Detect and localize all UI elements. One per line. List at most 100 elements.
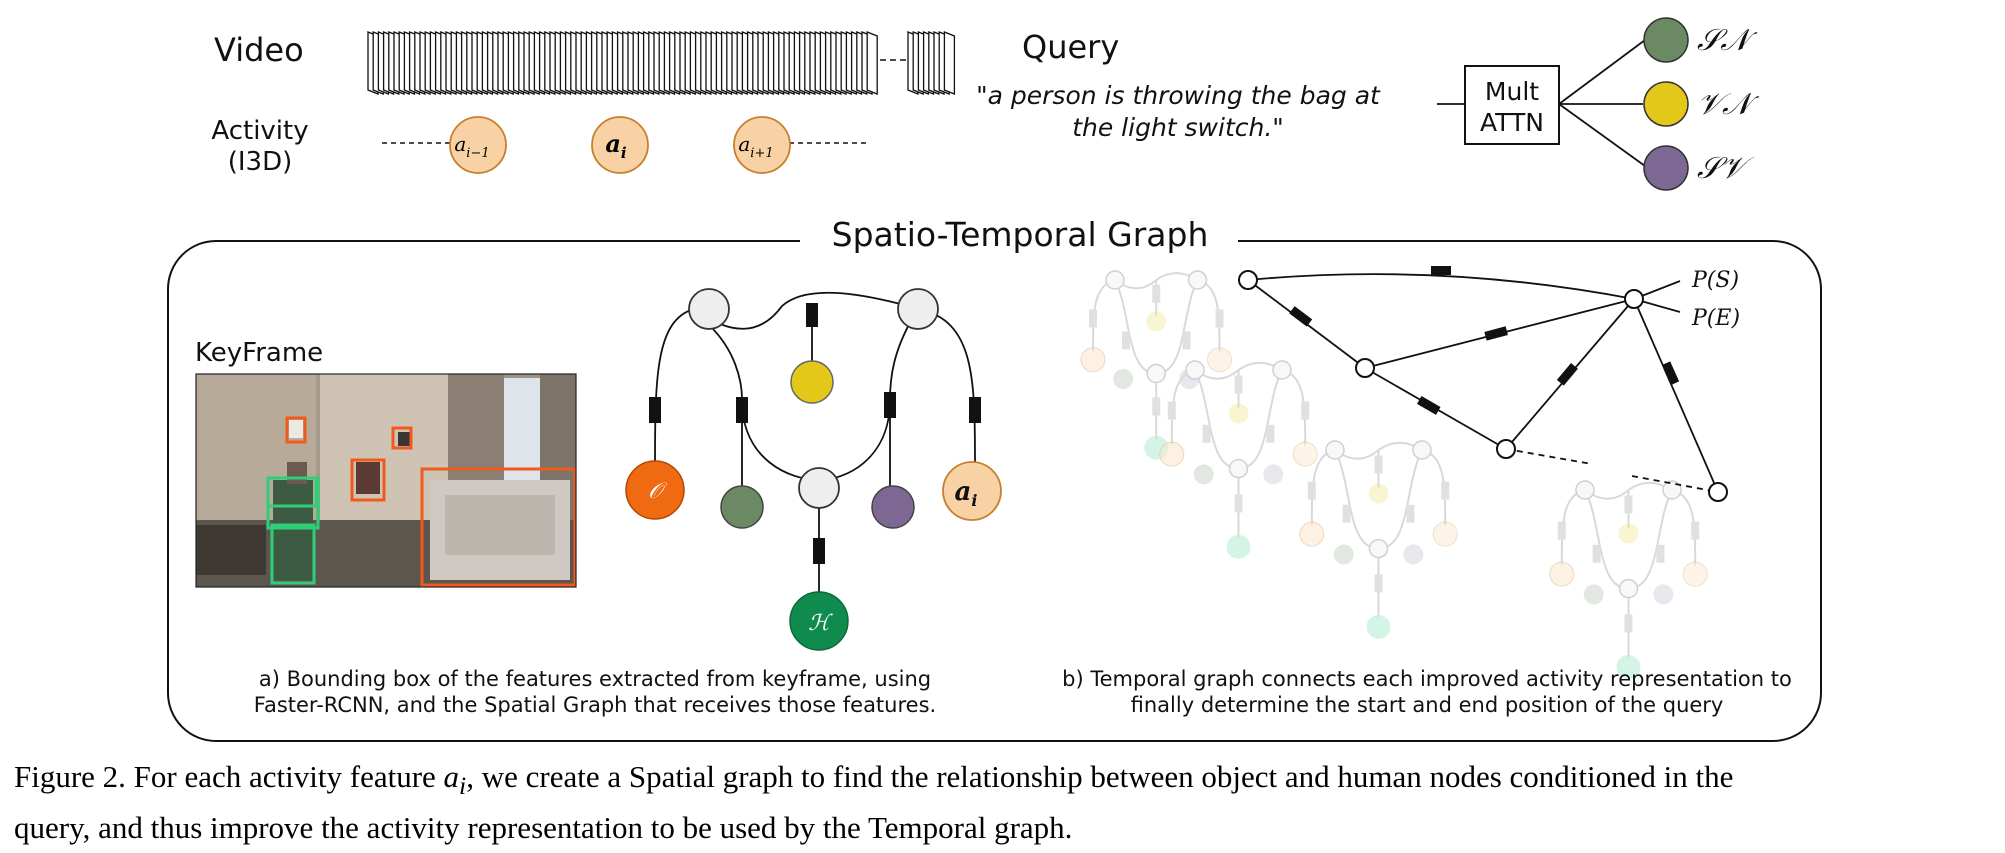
spatial-graph-weights [649,303,981,564]
faded-weight [1557,521,1566,540]
sv-label: 𝒮𝒱 [1697,151,1754,186]
faded-weight [1374,574,1383,593]
mult-attn-line1: Mult [1485,77,1539,106]
temporal-node-last [1708,482,1728,502]
sn-label: 𝒮𝒩 [1697,23,1758,58]
sv-node [1643,145,1689,191]
faded-node [1412,440,1432,460]
faded-node [1325,440,1345,460]
caption-b-line1: b) Temporal graph connects each improved… [1062,667,1792,691]
temporal-node-output [1624,289,1644,309]
svg-text:ai+1: ai+1 [738,132,773,161]
faded-human-node [1616,654,1641,679]
svg-text:ai: ai [605,129,627,162]
faded-activity-node [1292,441,1318,467]
video-frame [866,31,878,95]
sn-node [1643,17,1689,63]
faded-node [1368,538,1389,559]
temporal-node-1 [1238,270,1258,290]
spatial-node-center [798,467,840,509]
query-text-line2: the light switch." [1072,113,1284,142]
faded-weight [1167,401,1176,420]
temporal-node-2 [1355,358,1375,378]
human-node [789,591,849,651]
faded-weight [1374,455,1383,474]
faded-weight [1202,424,1211,443]
faded-weight [1624,614,1633,633]
figure-caption-line1: Figure 2. For each activity feature ai, … [14,759,1734,801]
vn-node [1643,81,1689,127]
mult-attn-box [1464,65,1560,145]
faded-node [1575,480,1595,500]
faded-weight [1152,284,1161,303]
attn-to-sn-line [1558,39,1646,105]
faded-subject-verb-node [1653,584,1674,605]
activity-node-next: ai+1 [733,116,791,174]
faded-activity-node [1159,441,1185,467]
caption-b-line2: finally determine the start and end posi… [1131,693,1724,717]
temporal-graph-weights [1289,266,1680,415]
faded-node [1662,480,1682,500]
subject-noun-node [720,485,764,529]
faded-verb-node [1146,311,1167,332]
temporal-dashed-1 [1505,448,1593,465]
human-node-label: ℋ [808,611,833,636]
faded-weight [1624,495,1633,514]
faded-weight [1089,309,1097,328]
activity-node-prev: ai−1 [449,116,507,174]
faded-weight [1266,424,1275,443]
faded-activity-node [1549,561,1575,587]
mult-attn-line2: ATTN [1480,108,1544,137]
figure-caption: Figure 2. For each activity feature ai, … [14,756,1999,849]
figure-caption-line2: query, and thus improve the activity rep… [14,810,1073,846]
query-text-line1: "a person is throwing the bag at [976,81,1381,110]
faded-human-node [1226,534,1251,559]
faded-subject-node [1333,544,1354,565]
activity-label-line2: (I3D) [228,147,293,177]
query-label: Query [1022,28,1119,66]
faded-activity-node [1080,347,1106,373]
subject-verb-node [871,485,915,529]
temporal-graph-edges [1247,273,1719,493]
panel-title-gap [800,225,1238,259]
faded-weight [1691,521,1700,540]
faded-human-node [1144,435,1169,460]
faded-subject-verb-node [1403,544,1424,565]
faded-activity-node [1299,521,1325,547]
faded-node [1618,578,1639,599]
faded-human-node [1366,614,1391,639]
activity-node-spatial-label: ai [955,477,978,510]
panel-title: Spatio-Temporal Graph [832,215,1209,254]
spatial-node-left [688,288,730,330]
attn-to-sv-line [1558,103,1646,167]
temporal-faded-subgraphs [1080,270,1708,679]
temporal-node-3 [1496,439,1516,459]
faded-weight [1234,375,1243,394]
faded-node [1187,270,1208,290]
faded-node [1185,360,1205,380]
faded-verb-node [1618,523,1639,544]
vn-label: 𝒱𝒩 [1697,87,1760,122]
faded-node [1146,363,1166,384]
faded-weight [1182,331,1191,350]
video-frame-stack [367,31,956,95]
faded-weight [1342,504,1351,523]
activity-node-current: ai [591,116,649,174]
faded-weight [1441,481,1450,500]
faded-activity-node [1432,521,1458,547]
faded-subject-verb-node [1263,464,1284,485]
video-frame [943,31,956,95]
faded-weight [1656,544,1665,563]
faded-activity-node [1682,561,1708,587]
faded-weight [1406,504,1415,523]
svg-text:ai−1: ai−1 [454,132,489,161]
faded-activity-node [1207,347,1232,373]
faded-weight [1307,481,1316,500]
faded-weight [1215,309,1224,328]
faded-weight [1592,544,1601,563]
video-label: Video [214,31,304,69]
activity-node-spatial [942,461,1002,521]
object-node [625,460,685,520]
spatial-node-right [897,288,939,330]
